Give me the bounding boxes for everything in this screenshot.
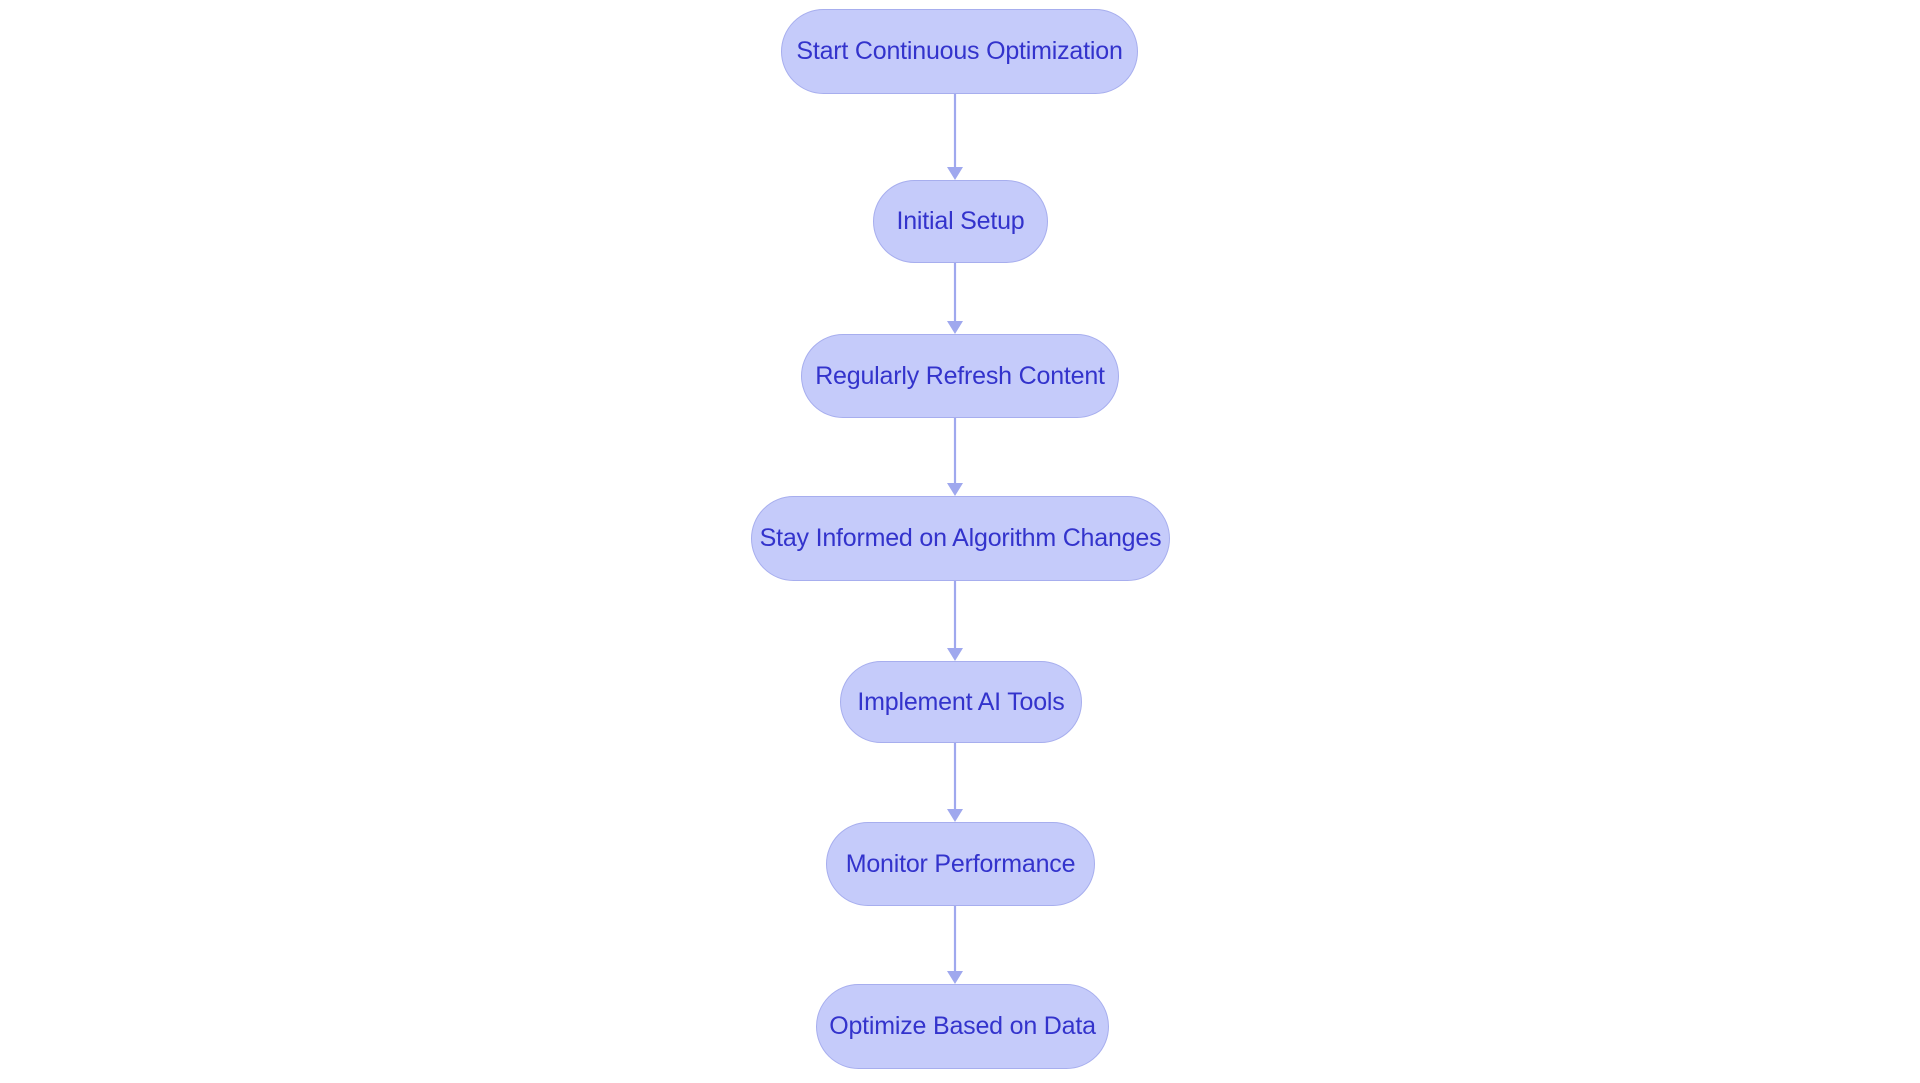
flow-arrow-n6-to-n7 — [945, 906, 965, 984]
flow-node-n1[interactable]: Start Continuous Optimization — [781, 9, 1138, 94]
flow-node-n7[interactable]: Optimize Based on Data — [816, 984, 1109, 1069]
flow-arrow-n2-to-n3 — [945, 263, 965, 334]
flow-node-label: Optimize Based on Data — [829, 1012, 1096, 1040]
flow-node-n5[interactable]: Implement AI Tools — [840, 661, 1082, 743]
flow-arrow-n3-to-n4 — [945, 418, 965, 496]
flow-node-label: Implement AI Tools — [857, 687, 1065, 716]
flow-node-label: Start Continuous Optimization — [796, 37, 1123, 65]
flow-node-label: Monitor Performance — [845, 849, 1076, 878]
flow-node-n4[interactable]: Stay Informed on Algorithm Changes — [751, 496, 1170, 581]
flow-node-n6[interactable]: Monitor Performance — [826, 822, 1095, 906]
flow-arrow-n1-to-n2 — [945, 94, 965, 180]
flow-arrow-n5-to-n6 — [945, 743, 965, 822]
flow-node-label: Regularly Refresh Content — [815, 361, 1105, 390]
flow-node-label: Initial Setup — [896, 207, 1025, 235]
flow-node-label: Stay Informed on Algorithm Changes — [759, 524, 1162, 552]
flow-arrow-n4-to-n5 — [945, 581, 965, 661]
flow-node-n2[interactable]: Initial Setup — [873, 180, 1048, 263]
flow-node-n3[interactable]: Regularly Refresh Content — [801, 334, 1119, 418]
